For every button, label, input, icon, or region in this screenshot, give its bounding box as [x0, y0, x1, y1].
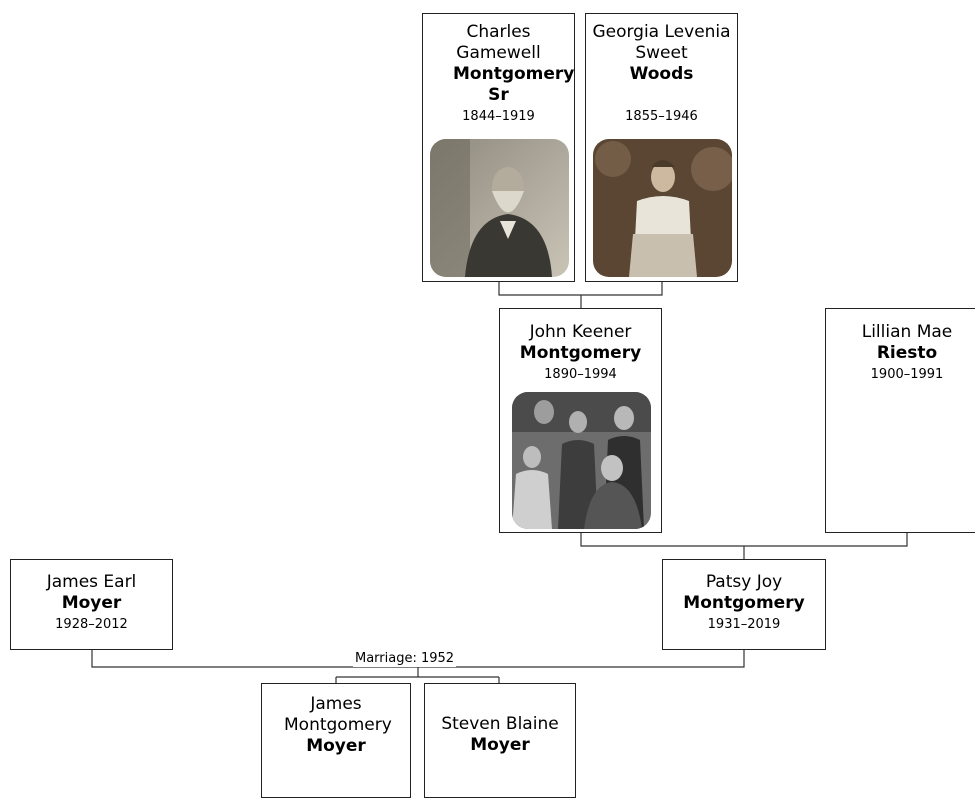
surname: Moyer: [61, 593, 122, 613]
life-dates: 1890–1994: [544, 367, 617, 382]
given-name: Patsy Joy: [705, 572, 783, 592]
given-name: Charles Gamewell: [456, 22, 541, 63]
life-dates: 1844–1919: [462, 109, 535, 124]
given-name: John Keener: [529, 322, 632, 342]
surname: Montgomery Sr: [453, 64, 575, 105]
portrait-photo: [430, 139, 569, 277]
person-card-patsy-montgomery[interactable]: Patsy Joy Montgomery 1931–2019: [662, 559, 826, 650]
person-card-james-montgomery-moyer[interactable]: James Montgomery Moyer: [261, 683, 411, 798]
surname: Moyer: [470, 735, 530, 755]
person-card-john-montgomery[interactable]: John Keener Montgomery 1890–1994: [499, 308, 662, 533]
given-name: Steven Blaine: [441, 714, 559, 734]
surname: Moyer: [306, 736, 366, 756]
portrait-photo: [512, 392, 651, 529]
person-card-steven-blaine-moyer[interactable]: Steven Blaine Moyer: [424, 683, 576, 798]
given-name: Lillian Mae: [861, 322, 953, 342]
given-name: James Earl: [46, 572, 137, 592]
surname: Montgomery: [683, 593, 805, 613]
life-dates: 1855–1946: [625, 109, 698, 124]
life-dates: 1928–2012: [55, 617, 128, 632]
surname: Montgomery: [519, 343, 642, 363]
given-name: Georgia Levenia Sweet: [592, 22, 731, 63]
life-dates: 1900–1991: [870, 367, 944, 382]
person-card-charles-montgomery[interactable]: Charles Gamewell Montgomery Sr 1844–1919: [422, 13, 575, 282]
portrait-photo: [593, 139, 732, 277]
person-card-lillian-riesto[interactable]: Lillian Mae Riesto 1900–1991: [825, 308, 975, 533]
given-name: James Montgomery: [284, 694, 392, 735]
person-card-georgia-woods[interactable]: Georgia Levenia Sweet Woods 1855–1946: [585, 13, 738, 282]
person-card-james-earl-moyer[interactable]: James Earl Moyer 1928–2012: [10, 559, 173, 650]
life-dates: 1931–2019: [707, 617, 781, 632]
surname: Riesto: [876, 343, 938, 363]
surname: Woods: [629, 64, 694, 84]
marriage-label: Marriage: 1952: [353, 651, 457, 667]
